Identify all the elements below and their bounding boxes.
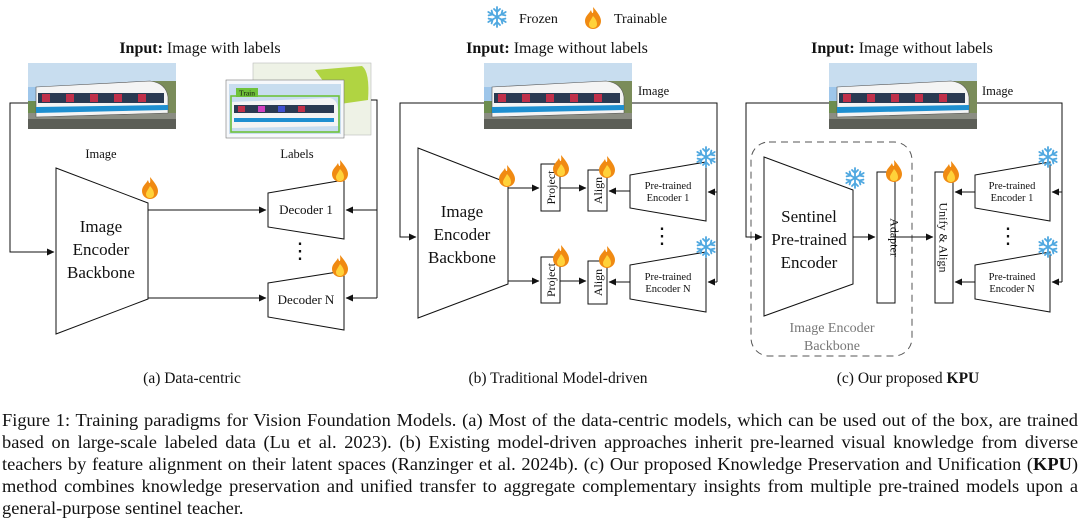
- panel-a-caption: (a) Data-centric: [143, 370, 241, 387]
- panel-b-align-1-box: [587, 169, 608, 212]
- panel-c-image-to-sentinel-arrow: [745, 102, 829, 241]
- panel-b-teacher-n-block: [629, 251, 707, 313]
- panel-b-teacher-n-line-1: Pre-trained: [645, 272, 692, 283]
- panel-c-sentinel-block: [763, 156, 854, 317]
- panel-a-encoder-line-2: Encoder: [73, 240, 130, 259]
- panel-a-data-centric: Input: Image with labels Image Train Lab…: [9, 40, 378, 387]
- panel-b-align-n-label: Align: [591, 269, 605, 296]
- panel-b-align-1-flame-icon: [599, 156, 615, 178]
- panel-a-input-image: [27, 62, 177, 130]
- panel-b-project-1-flame-icon: [553, 155, 569, 177]
- panel-c-group-label-line-1: Image Encoder: [789, 321, 874, 336]
- panel-a-encoder-flame-icon: [142, 177, 158, 199]
- caption-text-2: ) method combines knowledge preservation…: [2, 454, 1078, 518]
- panel-b-caption: (b) Traditional Model-driven: [468, 370, 647, 387]
- panel-c-image-label: Image: [982, 84, 1014, 98]
- panel-c-input-label: Input: Image without labels: [811, 40, 993, 57]
- panel-c-sentinel-line-3: Encoder: [781, 253, 838, 272]
- panel-b-align-1-label: Align: [591, 177, 605, 204]
- panel-c-input-image: [828, 62, 978, 130]
- legend-frozen-label: Frozen: [519, 12, 558, 27]
- panel-b-encoder-block: [417, 147, 509, 319]
- panel-c-sentinel-line-1: Sentinel: [781, 207, 837, 226]
- panel-c-unify-align-label: Unify & Align: [937, 202, 951, 272]
- panel-a-labels-caption: Labels: [280, 147, 313, 161]
- panel-b-encoder-line-3: Backbone: [428, 248, 496, 267]
- panel-a-image-to-encoder-arrow: [9, 102, 55, 256]
- label-box-tag: Train: [239, 89, 255, 98]
- panel-b-teacher-1-line-1: Pre-trained: [645, 181, 692, 192]
- caption-bold: KPU: [1033, 454, 1072, 474]
- panel-c-backbone-group: [750, 141, 913, 357]
- panel-b-traditional-model-driven: Input: Image without labels Image Image …: [399, 40, 718, 387]
- panel-a-encoder-line-3: Backbone: [67, 263, 135, 282]
- panel-c-teacher-n-line-1: Pre-trained: [989, 272, 1036, 283]
- panel-a-image-caption: Image: [85, 147, 117, 161]
- panel-c-teacher-1-line-2: Encoder 1: [991, 193, 1034, 204]
- panel-b-align-n-flame-icon: [599, 246, 615, 268]
- panel-a-decoder-n-flame-icon: [332, 255, 348, 277]
- legend-trainable-label: Trainable: [614, 12, 667, 27]
- panel-b-input-label: Input: Image without labels: [466, 40, 648, 57]
- panel-b-image-right-line: [632, 102, 718, 282]
- panel-b-encoder-line-2: Encoder: [434, 225, 491, 244]
- panel-c-teacher-n-block: [974, 251, 1051, 313]
- panel-b-project-n-label: Project: [544, 262, 558, 297]
- panel-a-decoder-n-label: Decoder N: [278, 292, 335, 307]
- panel-c-unify-flame-icon: [943, 161, 959, 183]
- panel-c-adapter-flame-icon: [886, 160, 902, 182]
- caption-text-1: Figure 1: Training paradigms for Vision …: [2, 410, 1078, 474]
- panel-c-dots: ⋮: [997, 223, 1019, 248]
- panel-b-teacher-1-block: [629, 161, 707, 222]
- panel-b-image-label: Image: [638, 84, 670, 98]
- panel-b-input-image: [483, 62, 633, 130]
- panel-c-sentinel-line-2: Pre-trained: [771, 230, 847, 249]
- panel-c-teacher-n-line-2: Encoder N: [989, 284, 1035, 295]
- panel-a-encoder-block: [55, 167, 149, 335]
- panel-a-input-label: Input: Image with labels: [119, 40, 280, 57]
- panel-a-decoder-n-block: [267, 270, 345, 331]
- panel-b-project-n-box: [540, 256, 561, 304]
- legend: Frozen Trainable: [487, 6, 667, 29]
- legend-flame-icon: [585, 7, 601, 29]
- panel-b-image-to-encoder-arrow: [399, 102, 484, 241]
- panel-c-teacher-1-block: [974, 161, 1051, 222]
- panel-b-project-n-flame-icon: [553, 245, 569, 267]
- panel-c-teacher-1-line-1: Pre-trained: [989, 181, 1036, 192]
- figure-caption: Figure 1: Training paradigms for Vision …: [2, 409, 1078, 519]
- panel-b-teacher-n-line-2: Encoder N: [645, 284, 691, 295]
- panel-c-image-right-line: [977, 102, 1063, 282]
- panel-a-decoder-1-block: [267, 179, 345, 240]
- panel-b-encoder-flame-icon: [499, 165, 515, 187]
- panel-c-kpu: Input: Image without labels Image Image …: [745, 40, 1063, 387]
- panel-b-encoder-line-1: Image: [441, 202, 483, 221]
- panel-a-labels-image: Train: [225, 62, 372, 139]
- panel-a-decoder-1-flame-icon: [332, 160, 348, 182]
- panel-c-group-label-line-2: Backbone: [804, 339, 860, 354]
- panel-a-encoder-line-1: Image: [80, 217, 122, 236]
- panel-c-adapter-label: Adapter: [888, 218, 902, 257]
- panel-b-project-1-label: Project: [544, 170, 558, 205]
- panel-a-labels-line: [371, 99, 378, 298]
- panel-b-dots: ⋮: [651, 223, 673, 248]
- panel-c-sentinel-snowflake-icon: [845, 167, 865, 189]
- legend-snowflake-icon: [487, 6, 507, 28]
- panel-a-decoder-1-label: Decoder 1: [279, 202, 333, 217]
- panel-b-align-n-box: [587, 260, 608, 305]
- panel-c-caption: (c) Our proposed KPU: [837, 370, 979, 387]
- panel-a-dots: ⋮: [289, 238, 311, 263]
- panel-b-teacher-1-line-2: Encoder 1: [647, 193, 690, 204]
